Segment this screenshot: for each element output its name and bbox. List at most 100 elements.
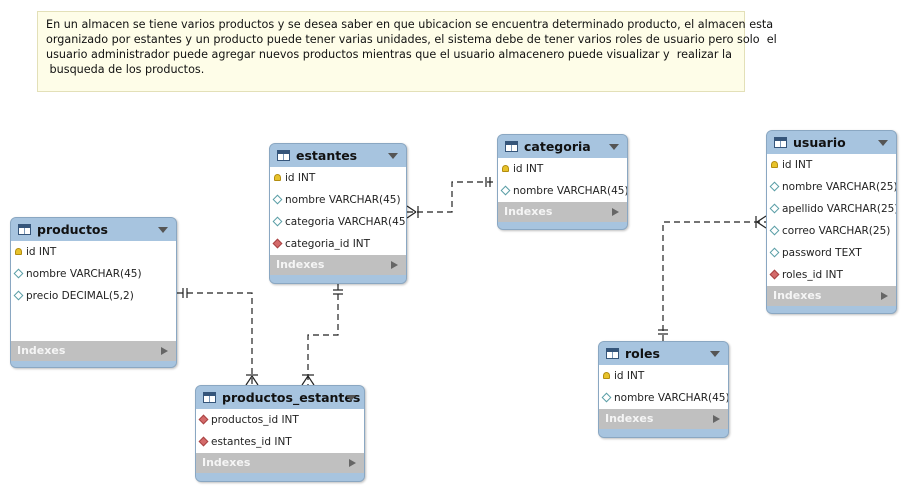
foreign-key-icon <box>198 436 209 447</box>
table-name: productos_estantes <box>222 390 361 405</box>
column-text: roles_id INT <box>782 269 843 281</box>
table-usuario[interactable]: usuario id INT nombre VARCHAR(25) apelli… <box>766 130 897 314</box>
foreign-key-icon <box>272 238 283 249</box>
column-row[interactable]: categoria VARCHAR(45) <box>270 211 406 233</box>
column-text: id INT <box>782 159 813 171</box>
table-icon <box>18 224 31 235</box>
table-name: categoria <box>524 139 591 154</box>
collapse-arrow-icon[interactable] <box>388 153 398 159</box>
table-header[interactable]: categoria <box>498 135 627 158</box>
indexes-label: Indexes <box>773 289 822 302</box>
table-header[interactable]: productos_estantes <box>196 386 364 409</box>
column-icon <box>769 181 780 192</box>
foreign-key-icon <box>769 269 780 280</box>
table-header[interactable]: estantes <box>270 144 406 167</box>
column-text: id INT <box>513 163 544 175</box>
indexes-section[interactable]: Indexes <box>196 453 364 473</box>
primary-key-icon <box>502 165 509 172</box>
table-header[interactable]: usuario <box>767 131 896 154</box>
column-row[interactable]: categoria_id INT <box>270 233 406 255</box>
column-icon <box>769 203 780 214</box>
indexes-section[interactable]: Indexes <box>599 409 728 429</box>
column-icon <box>13 290 24 301</box>
expand-arrow-icon[interactable] <box>713 415 720 423</box>
collapse-arrow-icon[interactable] <box>609 144 619 150</box>
description-note: En un almacen se tiene varios productos … <box>37 11 777 92</box>
expand-arrow-icon[interactable] <box>349 459 356 467</box>
column-icon <box>769 225 780 236</box>
column-row[interactable]: apellido VARCHAR(25) <box>767 198 896 220</box>
table-categoria[interactable]: categoria id INT nombre VARCHAR(45) Inde… <box>497 134 628 230</box>
note-line: organizado por estantes y un producto pu… <box>46 33 777 46</box>
column-text: categoria_id INT <box>285 238 371 250</box>
column-text: id INT <box>285 172 316 184</box>
column-row[interactable]: password TEXT <box>767 242 896 264</box>
table-name: productos <box>37 222 108 237</box>
table-icon <box>203 392 216 403</box>
indexes-section[interactable]: Indexes <box>767 286 896 306</box>
column-row[interactable]: roles_id INT <box>767 264 896 286</box>
indexes-label: Indexes <box>504 205 553 218</box>
indexes-section[interactable]: Indexes <box>11 341 176 361</box>
indexes-label: Indexes <box>276 258 325 271</box>
collapse-arrow-icon[interactable] <box>346 395 356 401</box>
table-header[interactable]: productos <box>11 218 176 241</box>
column-icon <box>769 247 780 258</box>
expand-arrow-icon[interactable] <box>881 292 888 300</box>
column-row[interactable]: nombre VARCHAR(45) <box>599 387 728 409</box>
collapse-arrow-icon[interactable] <box>158 227 168 233</box>
column-text: nombre VARCHAR(25) <box>782 181 897 193</box>
table-name: roles <box>625 346 660 361</box>
column-row[interactable]: nombre VARCHAR(45) <box>498 180 627 202</box>
column-row[interactable]: id INT <box>599 365 728 387</box>
indexes-label: Indexes <box>202 456 251 469</box>
note-line: En un almacen se tiene varios productos … <box>46 18 774 31</box>
table-name: usuario <box>793 135 846 150</box>
column-row[interactable]: id INT <box>498 158 627 180</box>
column-text: correo VARCHAR(25) <box>782 225 891 237</box>
table-icon <box>606 348 619 359</box>
table-icon <box>505 141 518 152</box>
expand-arrow-icon[interactable] <box>612 208 619 216</box>
column-text: estantes_id INT <box>211 436 292 448</box>
column-icon <box>500 185 511 196</box>
indexes-section[interactable]: Indexes <box>498 202 627 222</box>
column-row[interactable]: productos_id INT <box>196 409 364 431</box>
column-row[interactable]: correo VARCHAR(25) <box>767 220 896 242</box>
column-text: nombre VARCHAR(45) <box>614 392 729 404</box>
expand-arrow-icon[interactable] <box>391 261 398 269</box>
collapse-arrow-icon[interactable] <box>878 140 888 146</box>
table-name: estantes <box>296 148 358 163</box>
column-icon <box>272 216 283 227</box>
rel-estantes-productos-estantes <box>307 284 339 385</box>
primary-key-icon <box>603 372 610 379</box>
foreign-key-icon <box>198 414 209 425</box>
column-row[interactable]: nombre VARCHAR(45) <box>270 189 406 211</box>
indexes-section[interactable]: Indexes <box>270 255 406 275</box>
column-text: categoria VARCHAR(45) <box>285 216 407 228</box>
indexes-label: Indexes <box>17 344 66 357</box>
column-row[interactable]: id INT <box>767 154 896 176</box>
expand-arrow-icon[interactable] <box>161 347 168 355</box>
column-text: nombre VARCHAR(45) <box>513 185 628 197</box>
table-productos[interactable]: productos id INT nombre VARCHAR(45) prec… <box>10 217 177 368</box>
primary-key-icon <box>771 161 778 168</box>
column-row[interactable]: nombre VARCHAR(25) <box>767 176 896 198</box>
table-roles[interactable]: roles id INT nombre VARCHAR(45) Indexes <box>598 341 729 438</box>
column-text: nombre VARCHAR(45) <box>26 268 142 280</box>
column-row[interactable]: estantes_id INT <box>196 431 364 453</box>
column-row[interactable]: nombre VARCHAR(45) <box>11 263 176 285</box>
column-row[interactable]: precio DECIMAL(5,2) <box>11 285 176 307</box>
column-row[interactable]: id INT <box>270 167 406 189</box>
note-line: busqueda de los productos. <box>46 63 205 76</box>
table-estantes[interactable]: estantes id INT nombre VARCHAR(45) categ… <box>269 143 407 284</box>
table-productos-estantes[interactable]: productos_estantes productos_id INT esta… <box>195 385 365 482</box>
primary-key-icon <box>274 174 281 181</box>
primary-key-icon <box>15 248 22 255</box>
column-row[interactable]: id INT <box>11 241 176 263</box>
rel-roles-usuario <box>662 221 766 341</box>
collapse-arrow-icon[interactable] <box>710 351 720 357</box>
note-line: usuario administrador puede agregar nuev… <box>46 48 732 61</box>
table-header[interactable]: roles <box>599 342 728 365</box>
column-text: password TEXT <box>782 247 862 259</box>
